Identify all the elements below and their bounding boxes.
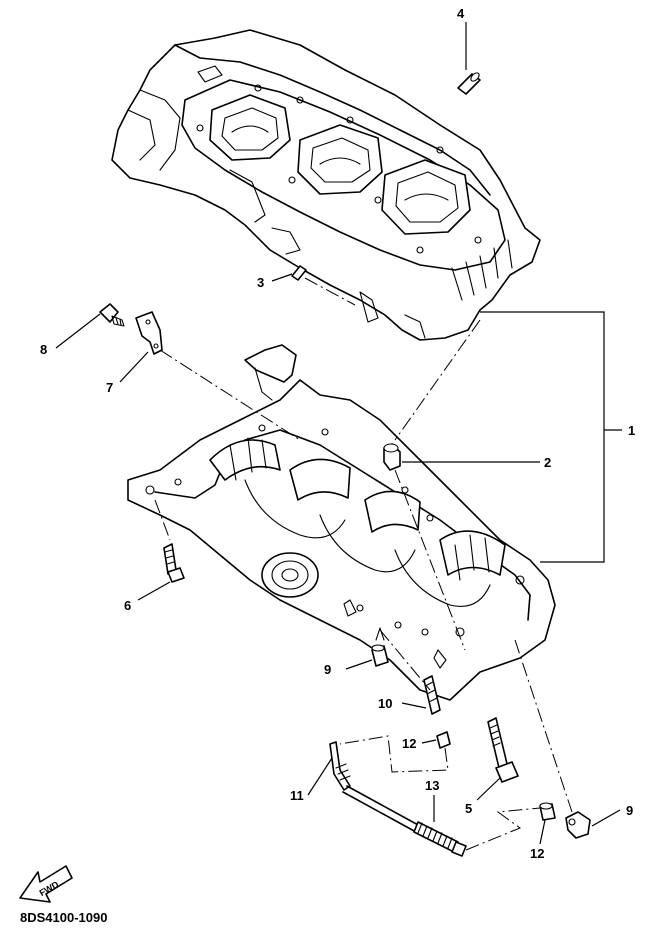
- callout-2: 2: [544, 455, 551, 470]
- callout-labels: 1 2 3 4 5 6 7 8 9 9 10 11 12 12 13: [40, 6, 635, 861]
- part-2-dowel-pin: [383, 443, 401, 471]
- part-5-bolt: [487, 717, 519, 783]
- part-11-hose: [329, 741, 421, 833]
- callout-5: 5: [465, 801, 472, 816]
- main-bearing-journals: [209, 437, 506, 581]
- part-7-bracket: [135, 311, 163, 355]
- fwd-arrow-icon: FWD: [19, 865, 73, 903]
- part-9-fitting-left: [371, 627, 389, 667]
- callout-13: 13: [425, 778, 439, 793]
- callout-4: 4: [457, 6, 465, 21]
- callout-12-lower: 12: [530, 846, 544, 861]
- callout-3: 3: [257, 275, 264, 290]
- callout-8: 8: [40, 342, 47, 357]
- callout-11: 11: [290, 788, 304, 803]
- callout-leaders: [55, 22, 622, 845]
- callout-9-left: 9: [324, 662, 331, 677]
- cylinder-bore-3: [381, 159, 471, 235]
- callout-12-upper: 12: [402, 736, 416, 751]
- callout-9-right: 9: [626, 803, 633, 818]
- assembly-center-lines: [154, 277, 573, 851]
- part-12-clamp-upper: [436, 731, 451, 749]
- part-13-spring-hose: [413, 821, 467, 857]
- diagram-code: 8DS4100-1090: [20, 910, 107, 925]
- part-9-fitting-right: [565, 811, 591, 839]
- seal-housing: [261, 552, 319, 598]
- part-8-bolt: [99, 303, 125, 327]
- part-3-dowel-pin: [291, 265, 307, 281]
- callout-6: 6: [124, 598, 131, 613]
- upper-crankcase: [111, 29, 541, 341]
- callout-7: 7: [106, 380, 113, 395]
- lower-crankcase: [127, 344, 556, 701]
- part-6-stud-bolt: [163, 543, 185, 583]
- callout-10: 10: [378, 696, 392, 711]
- cylinder-bore-2: [297, 124, 383, 195]
- part-4-dowel-pin: [457, 72, 481, 95]
- cylinder-bore-1: [209, 94, 291, 161]
- part-12-clamp-lower: [539, 802, 556, 821]
- callout-1: 1: [628, 423, 635, 438]
- part-10-nipple: [423, 675, 441, 715]
